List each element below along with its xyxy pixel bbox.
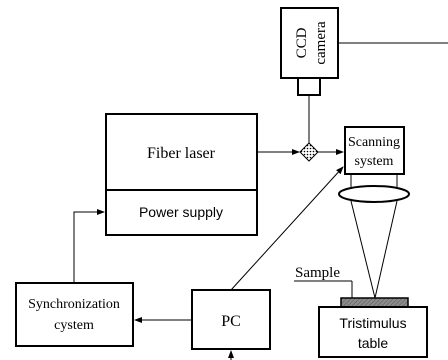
sync-system-box bbox=[15, 282, 134, 347]
ccd-camera-label-line2: camera bbox=[313, 21, 329, 65]
fiber-laser-unit: Fiber laser Power supply bbox=[105, 113, 258, 236]
scanning-system-box bbox=[344, 126, 405, 175]
sync-system-label-line2: cystem bbox=[54, 318, 94, 333]
focusing-lens bbox=[338, 185, 410, 203]
pc: PC bbox=[191, 289, 271, 350]
scanning-system-label-line2: system bbox=[355, 154, 394, 169]
beam-cone-right bbox=[374, 200, 398, 299]
scanning-system-label-line1: Scanning bbox=[348, 135, 400, 150]
sync-to-power-supply-arrow bbox=[73, 209, 105, 283]
ccd-camera-box bbox=[280, 7, 339, 79]
tristimulus-table-box bbox=[318, 306, 428, 358]
sample-piece bbox=[340, 297, 409, 308]
pc-label: PC bbox=[221, 313, 241, 330]
pc-to-scanner-arrow bbox=[230, 166, 344, 291]
ccd-camera-label-line1: CCD bbox=[294, 27, 310, 58]
tristimulus-table-label-line1: Tristimulus bbox=[339, 315, 406, 331]
fiber-laser-box bbox=[105, 113, 258, 236]
tristimulus-table: Tristimulus table bbox=[318, 306, 428, 358]
ccd-camera-lens bbox=[297, 77, 321, 96]
beam-cone-left bbox=[350, 200, 376, 299]
sample-label: Sample bbox=[295, 265, 340, 281]
beam-splitter-icon bbox=[299, 142, 319, 162]
synchronization-system: Synchronization cystem bbox=[15, 282, 134, 347]
sync-system-label-line1: Synchronization bbox=[28, 297, 120, 312]
scanning-system: Scanning system bbox=[344, 126, 405, 175]
power-supply-label: Power supply bbox=[139, 204, 223, 220]
fiber-laser-label: Fiber laser bbox=[147, 145, 216, 162]
tristimulus-table-label-line2: table bbox=[358, 335, 389, 351]
ccd-camera: CCD camera bbox=[280, 7, 339, 96]
